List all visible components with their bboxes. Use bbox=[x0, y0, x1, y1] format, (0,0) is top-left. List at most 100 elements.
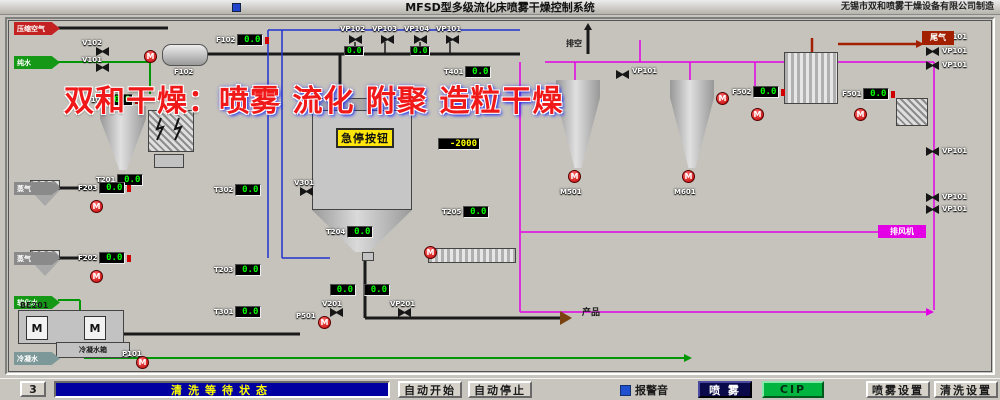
status-bar: 清洗等待状态 bbox=[54, 381, 390, 398]
app-icon bbox=[232, 3, 241, 12]
value-VP104: 0.0 bbox=[410, 46, 431, 56]
valve-V201-icon[interactable] bbox=[330, 308, 343, 317]
title-bar: MFSD型多级流化床喷雾干燥控制系统 无锡市双和喷雾干燥设备有限公司制造 bbox=[0, 0, 1000, 15]
drying-chamber-body bbox=[312, 110, 412, 210]
valve-V301-icon[interactable] bbox=[300, 187, 313, 196]
filter-hopper-box bbox=[154, 154, 184, 168]
label-V301: V301 bbox=[294, 179, 315, 187]
valve-VP104-icon[interactable] bbox=[414, 35, 427, 44]
inlet-condensate: 冷凝水 bbox=[14, 352, 60, 365]
valve-VP102-icon[interactable] bbox=[349, 35, 362, 44]
label-condensate-tank: 冷凝水箱 bbox=[79, 346, 107, 354]
value-bottom-left: 0.0 bbox=[330, 284, 356, 296]
label-right-VP101-5: VP101 bbox=[942, 193, 968, 201]
motor-box-2: M bbox=[84, 316, 106, 340]
emergency-stop-button[interactable]: 急停按钮 bbox=[336, 128, 394, 148]
valve-VP101-vent-icon[interactable] bbox=[616, 70, 629, 79]
alarm-indicator bbox=[127, 184, 132, 192]
valve-right-5-icon[interactable] bbox=[926, 193, 939, 202]
alarm-indicator bbox=[781, 88, 786, 96]
valve-right-4-icon[interactable] bbox=[926, 147, 939, 156]
label-V201: V201 bbox=[322, 300, 343, 308]
valve-V102-icon[interactable] bbox=[96, 47, 109, 56]
pump-F101-icon[interactable]: M bbox=[144, 50, 157, 63]
pump-M501-icon[interactable]: M bbox=[568, 170, 581, 183]
page-title: MFSD型多级流化床喷雾干燥控制系统 bbox=[405, 1, 595, 14]
inlet-steam-1: 蒸气 bbox=[14, 182, 60, 195]
mute-alarm-button[interactable]: 报警音 bbox=[620, 382, 668, 398]
label-BE201: BE201 bbox=[20, 301, 49, 310]
pump-discharge-icon[interactable]: M bbox=[424, 246, 437, 259]
display-bottom-right: 0.0 bbox=[364, 284, 390, 296]
valve-right-2-icon[interactable] bbox=[926, 47, 939, 56]
alarm-sound-icon bbox=[620, 384, 631, 396]
tag-T201: T201 bbox=[96, 176, 116, 184]
fluid-bed bbox=[428, 248, 516, 263]
auto-start-button[interactable]: 自动开始 bbox=[398, 381, 462, 398]
bag-filter-left bbox=[148, 110, 194, 152]
pump-F203-icon[interactable]: M bbox=[90, 200, 103, 213]
diagram-inner-border bbox=[8, 20, 992, 372]
label-product: 产品 bbox=[582, 308, 601, 318]
valve-VP101-top-icon[interactable] bbox=[446, 35, 459, 44]
pump-F502a-icon[interactable]: M bbox=[716, 92, 729, 105]
label-F102-vessel: F102 bbox=[174, 68, 194, 76]
label-P101: P101 bbox=[122, 350, 142, 358]
tag-F501: F501 bbox=[842, 90, 862, 98]
valve-right-3-icon[interactable] bbox=[926, 61, 939, 70]
value-bottom-right: 0.0 bbox=[364, 284, 390, 296]
pump-F502b-icon[interactable]: M bbox=[751, 108, 764, 121]
valve-VP103-icon[interactable] bbox=[381, 35, 394, 44]
label-exhaust-fan: 排风机 bbox=[878, 225, 926, 238]
pump-P101-icon[interactable]: M bbox=[136, 356, 149, 369]
condensate-tank: 冷凝水箱 bbox=[56, 342, 130, 358]
display-VP104-flow: 0.0 bbox=[410, 46, 431, 56]
label-VP101-top: VP101 bbox=[436, 25, 462, 33]
value-F202: 0.0 bbox=[99, 252, 126, 264]
label-M501: M501 bbox=[560, 188, 582, 196]
label-right-VP101-4: VP101 bbox=[942, 147, 968, 155]
tag-T401: T401 bbox=[444, 68, 464, 76]
tag-F203: F203 bbox=[78, 184, 98, 192]
tag-F102: F102 bbox=[216, 36, 236, 44]
valve-right-6-icon[interactable] bbox=[926, 205, 939, 214]
cip-button[interactable]: CIP bbox=[762, 381, 824, 398]
pump-F501-icon[interactable]: M bbox=[854, 108, 867, 121]
auto-stop-button[interactable]: 自动停止 bbox=[468, 381, 532, 398]
lightning-icon bbox=[155, 117, 183, 141]
display-VP102-flow: 0.0 bbox=[344, 46, 365, 56]
tag-F101: F101 bbox=[86, 96, 106, 104]
pump-M601-icon[interactable]: M bbox=[682, 170, 695, 183]
motor-box-1: M bbox=[26, 316, 48, 340]
spray-button[interactable]: 喷 雾 bbox=[698, 381, 752, 398]
filter-vessel-F102 bbox=[162, 44, 208, 66]
label-VP103: VP103 bbox=[372, 25, 398, 33]
mute-alarm-label: 报警音 bbox=[635, 384, 668, 397]
valve-VP201-icon[interactable] bbox=[398, 308, 411, 317]
value-F203: 0.0 bbox=[99, 182, 126, 194]
tag-T302: T302 bbox=[214, 186, 234, 194]
inlet-pure-water: 纯水 bbox=[14, 56, 60, 69]
pump-P501-icon[interactable]: M bbox=[318, 316, 331, 329]
page-button[interactable]: 3 bbox=[20, 381, 46, 397]
tag-T301: T301 bbox=[214, 308, 234, 316]
clean-settings-button[interactable]: 清洗设置 bbox=[934, 381, 998, 398]
tag-F502: F502 bbox=[732, 88, 752, 96]
pump-F202-icon[interactable]: M bbox=[90, 270, 103, 283]
label-right-VP101-6: VP101 bbox=[942, 205, 968, 213]
inlet-compressed-air: 压缩空气 bbox=[14, 22, 60, 35]
valve-V101-icon[interactable] bbox=[96, 63, 109, 72]
spray-settings-button[interactable]: 喷雾设置 bbox=[866, 381, 930, 398]
label-V102: V102 bbox=[82, 39, 103, 47]
tag-T205: T205 bbox=[442, 208, 462, 216]
alarm-indicator bbox=[127, 254, 132, 262]
